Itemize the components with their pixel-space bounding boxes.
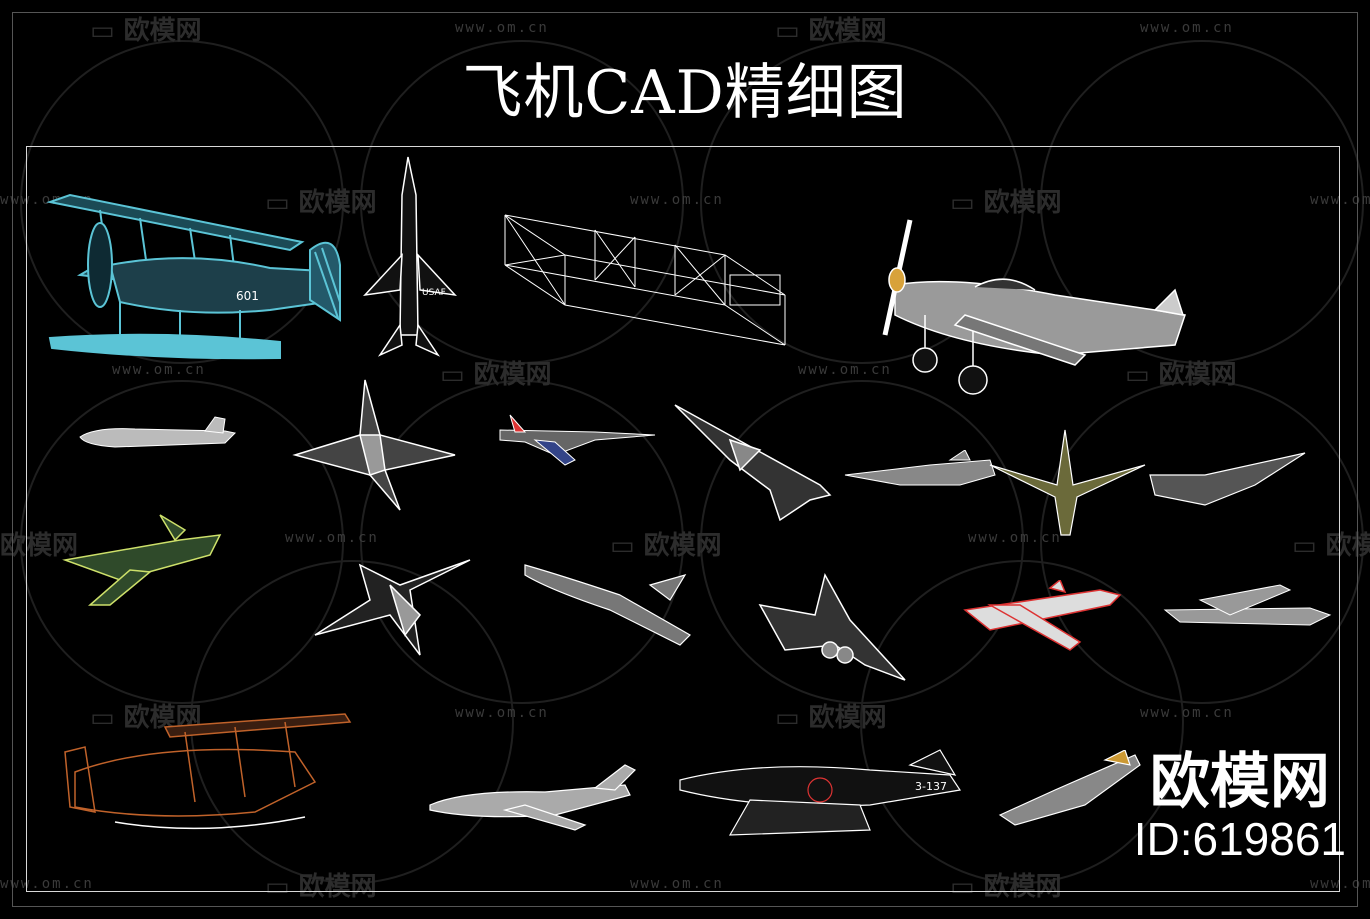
mirage-jet-drawing: [292, 379, 456, 511]
drawing-frame: [26, 146, 1340, 892]
wright-flyer-drawing: [504, 214, 786, 346]
watermark-url: www.om.cn: [285, 530, 379, 546]
watermark-logo: ▭ 欧模网: [610, 531, 722, 561]
watermark-logo: ▭ 欧模网: [1292, 531, 1370, 561]
watermark-logo: 欧模网: [0, 531, 79, 561]
watermark-url: www.om.cn: [455, 20, 549, 36]
watermark-url: www.om.cn: [968, 530, 1062, 546]
f16-thunderbird-drawing: [499, 414, 656, 466]
su27-fighter-drawing: [1149, 452, 1306, 506]
airliner-drawing: [79, 416, 237, 448]
rocket-plane-drawing: USAF: [363, 156, 457, 357]
watermark-logo: ▭ 欧模网: [90, 16, 202, 46]
watermark-logo: ▭ 欧模网: [90, 703, 202, 733]
watermark-logo: ▭ 欧模网: [775, 16, 887, 46]
stealth-fighter-drawing: [844, 450, 996, 486]
watermark-circle: [190, 560, 514, 884]
watermark-url: www.om.cn: [1310, 192, 1370, 208]
watermark-circle: [860, 560, 1184, 884]
page-title: 飞机CAD精细图: [462, 58, 908, 128]
watermark-logo: ▭ 欧模网: [1125, 360, 1237, 390]
watermark-circle: [700, 40, 1024, 364]
watermark-url: www.om.cn: [1140, 705, 1234, 721]
twin-engine-jet-drawing: [758, 572, 906, 681]
seaplane-number: 601: [236, 289, 259, 303]
watermark-url: www.om.cn: [0, 876, 94, 892]
seaplane-biplane-drawing: 601: [46, 193, 341, 360]
watermark-url: www.om.cn: [798, 362, 892, 378]
f18-fighter-drawing: [314, 559, 471, 656]
brand-name: 欧模网: [1149, 747, 1330, 817]
green-prop-plane-drawing: [62, 514, 222, 606]
watermark-circle: [20, 380, 344, 704]
watermark-circle: [20, 40, 344, 364]
watermark-url: www.om.cn: [1310, 876, 1370, 892]
brand-id: ID:619861: [1133, 813, 1346, 865]
watermark-circle: [360, 380, 684, 704]
outer-border: [12, 12, 1358, 907]
c17-transport-drawing: [1163, 584, 1332, 626]
watermark-logo: ▭ 欧模网: [265, 188, 377, 218]
usaf-marking: USAF: [422, 288, 446, 298]
watermark-url: www.om.cn: [630, 876, 724, 892]
watermark-url: www.om.cn: [630, 192, 724, 208]
watermark-url: www.om.cn: [1140, 20, 1234, 36]
watermark-url: www.om.cn: [455, 705, 549, 721]
watermark-logo: ▭ 欧模网: [950, 188, 1062, 218]
watermark-circle: [1040, 40, 1364, 364]
watermark-logo: ▭ 欧模网: [950, 872, 1062, 902]
zero-tail-number: 3-137: [915, 780, 947, 793]
watermark-logo: ▭ 欧模网: [265, 872, 377, 902]
business-jet-drawing: [429, 764, 637, 831]
zero-fighter-drawing: 3-137: [679, 749, 962, 836]
watermark-logo: ▭ 欧模网: [440, 360, 552, 390]
p51-mustang-drawing: [882, 219, 1186, 395]
red-airliner-drawing: [963, 580, 1122, 651]
orange-biplane-drawing: [64, 713, 352, 830]
diving-jet-drawing: [674, 404, 832, 522]
watermark-url: www.om.cn: [112, 362, 206, 378]
brand-stamp: 欧模网 ID:619861: [1134, 752, 1346, 867]
skyhawk-drawing: [998, 750, 1141, 826]
watermark-logo: ▭ 欧模网: [775, 703, 887, 733]
watermark-circle: [360, 40, 684, 364]
camo-fighter-drawing: [989, 429, 1146, 536]
watermark-circle: [1040, 380, 1364, 704]
bizjet-drawing: [524, 564, 691, 646]
